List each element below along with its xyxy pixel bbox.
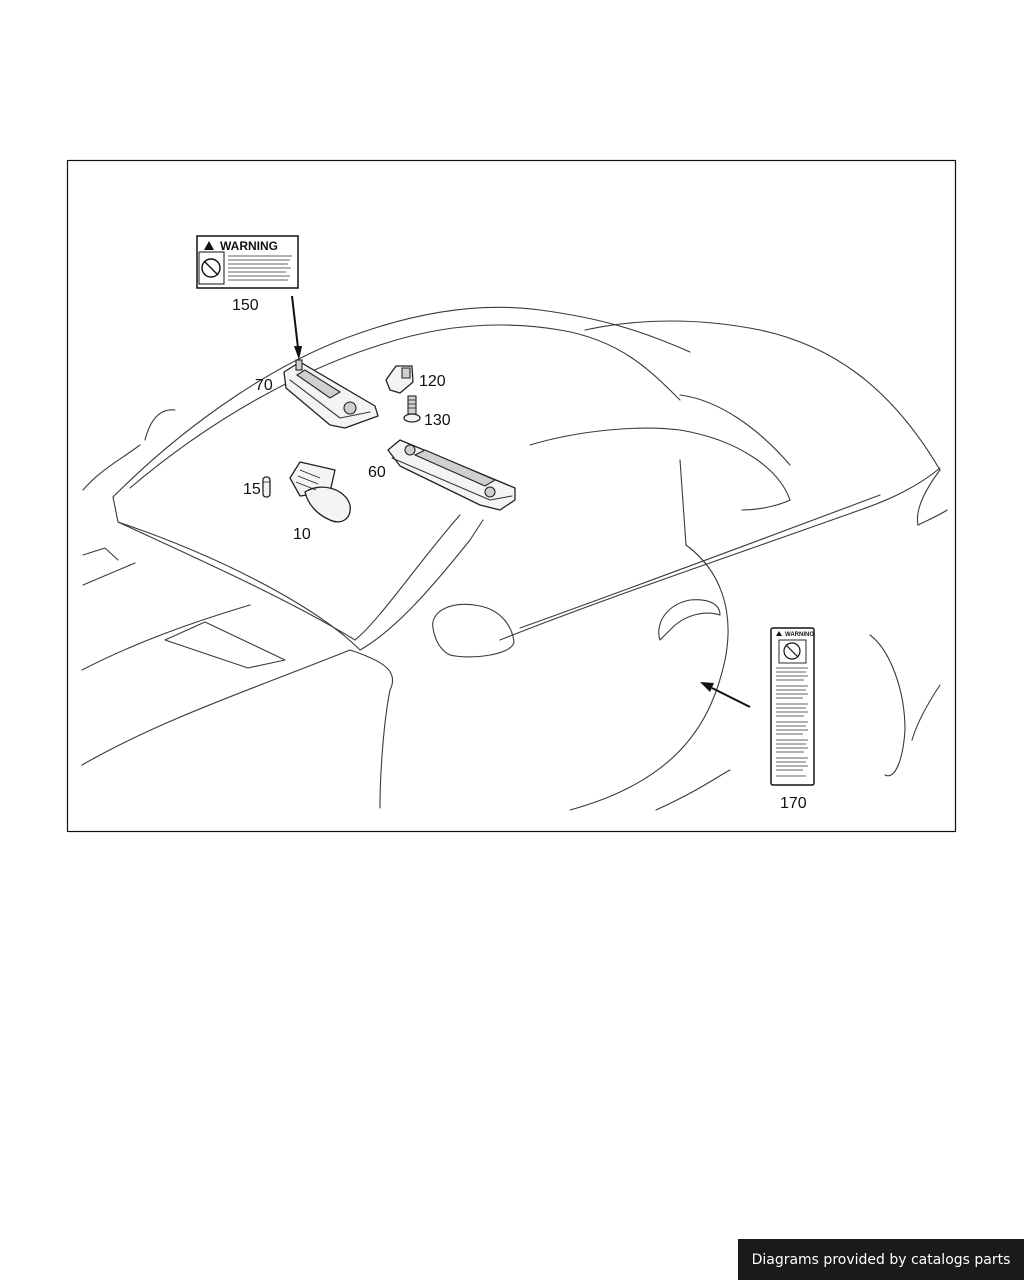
sun-visor-60 [387, 439, 516, 511]
vehicle-outline [81, 306, 948, 811]
diagram-credit-banner: Diagrams provided by catalogs parts [738, 1239, 1024, 1280]
callout-15: 15 [243, 481, 261, 498]
callout-10: 10 [293, 526, 311, 543]
bulb-15 [262, 476, 271, 498]
callout-150: 150 [232, 297, 259, 314]
warning-label-150-heading: WARNING [220, 239, 278, 253]
diagram-frame [66, 159, 957, 833]
warning-label-170-heading: WARNING [785, 632, 814, 638]
callout-60: 60 [368, 464, 386, 481]
callout-120: 120 [419, 373, 446, 390]
callout-70: 70 [255, 377, 273, 394]
sun-visor-70 [283, 359, 379, 429]
warning-label-170: WARNING [770, 627, 815, 786]
visor-bracket-120 [385, 365, 414, 394]
vanity-lamp-10 [289, 461, 351, 523]
callout-130: 130 [424, 412, 451, 429]
screw-130 [403, 395, 421, 423]
callout-170: 170 [780, 795, 807, 812]
warning-label-150: WARNING [196, 235, 299, 289]
